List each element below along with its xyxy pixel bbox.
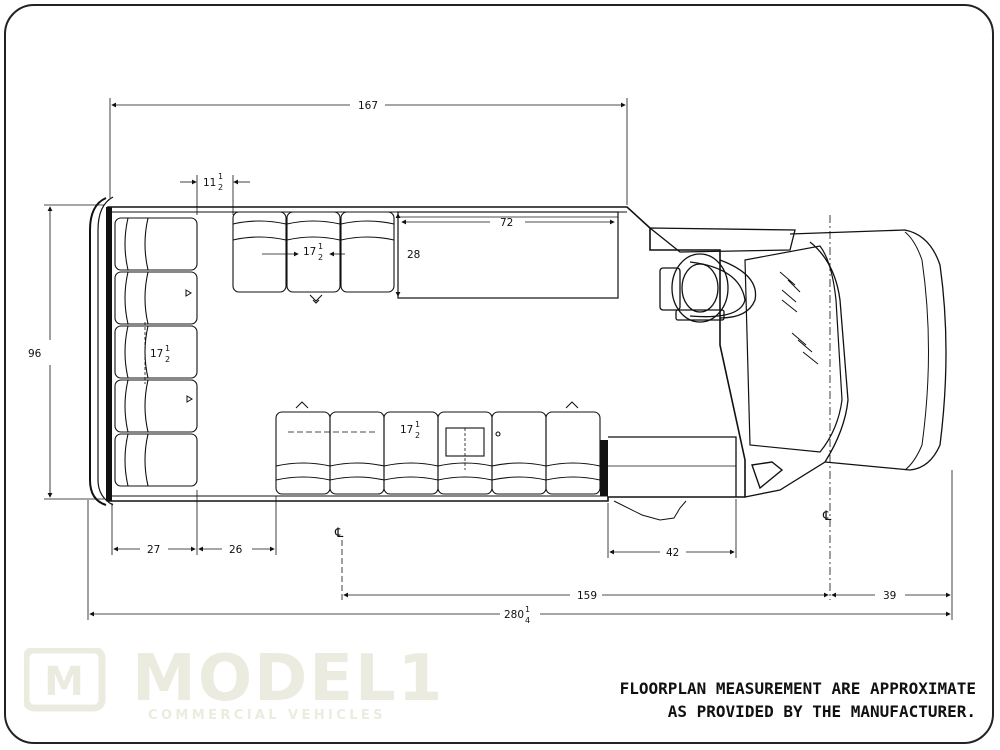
- dim-fraction-den-top: 2: [318, 253, 323, 262]
- logo-mark-icon: M: [24, 648, 106, 712]
- dim-wheelbase: 159: [577, 590, 597, 602]
- dim-seat-pitch-left: 17: [150, 348, 163, 360]
- dim-overall-length-den: 4: [525, 616, 530, 625]
- logo-tagline: COMMERCIAL VEHICLES: [148, 708, 386, 723]
- dim-top-length: 167: [358, 100, 378, 112]
- door-swing: [613, 500, 687, 521]
- dim-fraction-num-left: 1: [165, 344, 170, 353]
- upper-seats: [232, 211, 395, 304]
- dim-fraction-den-left: 2: [165, 355, 170, 364]
- disclaimer-line-1: FLOORPLAN MEASUREMENT ARE APPROXIMATE: [619, 679, 976, 698]
- dim-rear-gap: 26: [229, 544, 243, 556]
- lower-seats: [275, 401, 601, 495]
- dim-rear-seat-depth: 27: [147, 544, 160, 556]
- bus-body: [89, 196, 746, 506]
- dim-seat-pitch-bottom: 17: [400, 424, 413, 436]
- dimension-labels: 167 11 1 2 72 28 96 17 1 2 17 1 2 17 1 2…: [28, 100, 896, 625]
- dim-aisle-spacing-num: 1: [218, 172, 223, 181]
- centerline-rear-axle: ℄: [334, 526, 344, 541]
- dim-seat-pitch-top: 17: [303, 246, 316, 258]
- logo-suffix: 1: [397, 642, 445, 716]
- dim-fraction-num-top: 1: [318, 242, 323, 251]
- dim-overall-length-num: 1: [525, 605, 530, 614]
- dim-fraction-num-bottom: 1: [415, 420, 420, 429]
- disclaimer-note: FLOORPLAN MEASUREMENT ARE APPROXIMATE AS…: [620, 677, 976, 723]
- bus-cab: [600, 227, 947, 498]
- brand-logo: M MODEL1 COMMERCIAL VEHICLES: [24, 644, 442, 728]
- diagram-frame: [4, 4, 994, 744]
- dim-aisle-spacing: 11: [203, 177, 216, 189]
- dim-width: 96: [28, 348, 42, 360]
- dimension-lines: [44, 98, 953, 620]
- logo-wordmark: MODEL1: [132, 642, 445, 716]
- dim-aisle-spacing-den: 2: [218, 183, 223, 192]
- rear-bench-seats: [114, 217, 198, 487]
- dim-table-depth: 28: [407, 249, 420, 261]
- dim-overall-length: 280: [504, 609, 524, 621]
- dim-fraction-den-bottom: 2: [415, 431, 420, 440]
- dim-table-length: 72: [500, 217, 513, 229]
- dim-door-width: 42: [666, 547, 679, 559]
- dim-front-overhang: 39: [883, 590, 896, 602]
- disclaimer-line-2: AS PROVIDED BY THE MANUFACTURER.: [667, 702, 976, 721]
- centerline-front-axle: ℄: [822, 509, 832, 524]
- svg-text:M: M: [44, 659, 84, 705]
